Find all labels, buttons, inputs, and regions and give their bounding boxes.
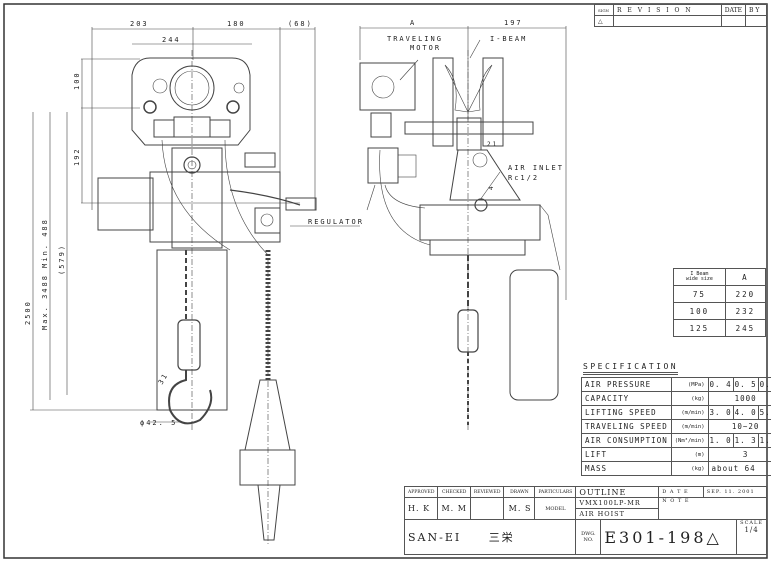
front-view xyxy=(30,27,360,545)
dim-180: 180 xyxy=(227,20,246,28)
scale: 1/4 xyxy=(744,526,759,534)
rev-label: R E V I S I O N xyxy=(613,4,722,16)
rev-by-label: B Y xyxy=(745,4,767,16)
beam-header-1: I Beam xyxy=(690,271,709,277)
dim-4: 4 xyxy=(488,184,495,190)
table-row: AIR CONSUMPTION(Nm³/min)1. 01. 31. 6 xyxy=(581,433,771,448)
model: VMX100LP-MR xyxy=(575,497,660,509)
drawn-by: M. S xyxy=(503,497,536,520)
beam-header-2: wide size xyxy=(685,276,713,282)
side-view xyxy=(359,26,567,430)
side-dimension-labels: A 197 21 4 TRAVELING MOTOR I-BEAM AIR IN… xyxy=(387,19,564,190)
specification-title: SPECIFICATION xyxy=(583,362,679,375)
rev-date-label: DATE xyxy=(720,4,747,16)
table-row: LIFT(m)3 xyxy=(581,447,771,462)
dim-68: (68) xyxy=(288,20,313,28)
dim-192: 192 xyxy=(73,147,81,166)
dim-100: 100 xyxy=(73,71,81,90)
date: SEP. 11. 2001 xyxy=(702,486,768,498)
callout-traveling-motor-2: MOTOR xyxy=(410,44,441,52)
dim-max-min: Max. 3488 Min. 488 xyxy=(41,218,49,330)
rev-mark: △ xyxy=(594,15,614,27)
dim-2500: 2500 xyxy=(24,300,32,325)
table-row: CAPACITY(kg)1000 xyxy=(581,391,771,406)
specification-table: AIR PRESSURE(MPa)0. 40. 50. 6 CAPACITY(k… xyxy=(581,377,771,476)
callout-air-inlet-size: Rc1/2 xyxy=(508,174,539,182)
callout-i-beam: I-BEAM xyxy=(490,35,527,43)
rev-sign-label: SIGN xyxy=(594,4,614,16)
dim-21: 21 xyxy=(487,141,498,148)
callout-traveling-motor: TRAVELING xyxy=(387,35,443,43)
reviewed-by xyxy=(469,497,505,520)
dim-244: 244 xyxy=(162,36,181,44)
callout-regulator: REGULATOR xyxy=(308,218,364,226)
revision-block: SIGN R E V I S I O N DATE B Y △ xyxy=(594,4,767,27)
table-row: TRAVELING SPEED(m/min)10~20 xyxy=(581,419,771,434)
table-row: AIR PRESSURE(MPa)0. 40. 50. 6 xyxy=(581,377,771,392)
beam-header-a: A xyxy=(724,268,767,286)
drawing-frame xyxy=(3,3,768,559)
callout-air-inlet: AIR INLET xyxy=(508,164,564,172)
dim-a: A xyxy=(410,19,416,27)
dim-579: (579) xyxy=(58,244,66,275)
company-name: SAN-EI xyxy=(408,531,462,544)
front-dimension-labels: 203 180 (68) 244 100 192 Max. 3488 Min. … xyxy=(24,20,364,427)
particulars: OUTLINE xyxy=(575,486,660,498)
approved-by: H. K xyxy=(403,497,439,520)
dim-hook-diameter: ϕ42. 5 xyxy=(140,419,177,427)
drawing-number: E301-198 xyxy=(604,527,707,547)
table-row: MASS(kg)about 64 xyxy=(581,461,771,476)
checked-by: M. M xyxy=(437,497,471,520)
dim-31: 31 xyxy=(157,371,170,386)
table-row: LIFTING SPEED(m/min)3. 04. 05. 0 xyxy=(581,405,771,420)
model-description: AIR HOIST xyxy=(575,508,660,520)
dim-197: 197 xyxy=(504,19,523,27)
company-name-jp: 三栄 xyxy=(488,531,515,544)
dim-203: 203 xyxy=(130,20,149,28)
title-block: APPROVED CHECKED REVIEWED DRAWN PARTICUL… xyxy=(403,486,768,555)
